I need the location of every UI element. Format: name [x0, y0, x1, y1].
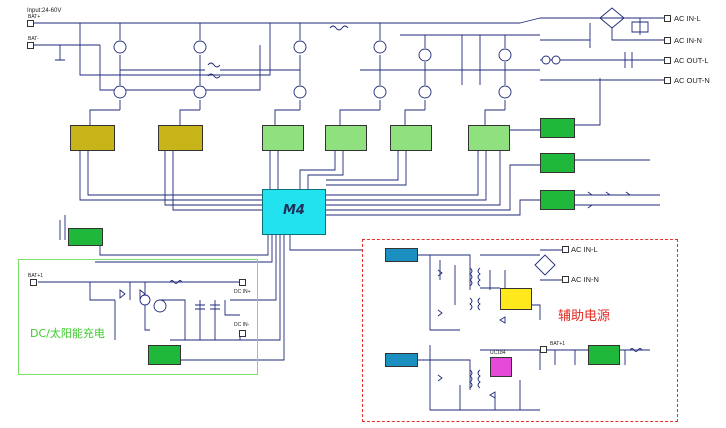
- dc-solar-section: [18, 259, 258, 375]
- aux-ac-in-l-terminal: [562, 246, 569, 253]
- driver-module-5: [390, 125, 432, 151]
- aux-output-module: [588, 345, 620, 365]
- bat-plus-label: BAT+: [28, 14, 41, 20]
- driver-module-6: [468, 125, 510, 151]
- dc-solar-title: DC/太阳能充电: [30, 327, 105, 340]
- bat-plus-terminal: [27, 20, 34, 27]
- aux-ac-in-l-label: AC IN-L: [571, 245, 598, 254]
- aux-bat-terminal: [540, 346, 547, 353]
- dc-bat-label: BAT+1: [28, 273, 44, 279]
- ac-in-n-terminal: [664, 37, 671, 44]
- ac-in-l-label: AC IN-L: [674, 14, 701, 23]
- m4-label: M4: [283, 203, 305, 218]
- aux-bat-label: BAT+1: [550, 341, 566, 347]
- input-voltage-label: Input:24-60V: [27, 8, 62, 14]
- dc-in-minus-label: DC IN-: [234, 322, 250, 328]
- ac-in-n-label: AC IN-N: [674, 36, 702, 45]
- ac-out-l-label: AC OUT-L: [674, 56, 709, 65]
- power-stage-wiring: [34, 7, 665, 361]
- driver-module-3: [262, 125, 304, 151]
- relay-module-2: [540, 153, 575, 173]
- dc-in-plus-terminal: [239, 279, 246, 286]
- uc-ic-label: UC184: [490, 350, 506, 356]
- driver-module-1: [70, 125, 115, 151]
- bat-sense-module: [68, 228, 103, 246]
- driver-module-2: [158, 125, 203, 151]
- charge-controller-module: [148, 345, 181, 365]
- pwm-controller-ic: [500, 288, 532, 310]
- ac-out-n-label: AC OUT-N: [674, 76, 710, 85]
- ac-out-l-terminal: [664, 57, 671, 64]
- aux-ac-in-n-terminal: [562, 276, 569, 283]
- bat-minus-terminal: [27, 42, 34, 49]
- dc-in-plus-label: DC IN+: [234, 289, 251, 295]
- dc-bat-terminal: [30, 279, 37, 286]
- aux-input-module-2: [385, 353, 418, 367]
- ac-in-l-terminal: [664, 15, 671, 22]
- mosfet-symbols: [113, 40, 561, 99]
- aux-power-section: [362, 239, 678, 422]
- aux-power-title: 辅助电源: [558, 309, 611, 324]
- transformer-coil: [207, 25, 349, 79]
- aux-ac-in-n-label: AC IN-N: [571, 275, 599, 284]
- aux-input-module-1: [385, 248, 418, 262]
- aux-power-wiring: [418, 249, 650, 411]
- relay-module-1: [540, 118, 575, 138]
- dc-in-minus-terminal: [239, 330, 246, 337]
- ac-out-n-terminal: [664, 77, 671, 84]
- dc-charge-mosfets: [139, 294, 167, 313]
- uc-ic: [490, 357, 512, 377]
- relay-module-3: [540, 190, 575, 210]
- bat-minus-label: BAT-: [28, 36, 39, 42]
- driver-module-4: [325, 125, 367, 151]
- m4-controller: M4: [262, 189, 326, 235]
